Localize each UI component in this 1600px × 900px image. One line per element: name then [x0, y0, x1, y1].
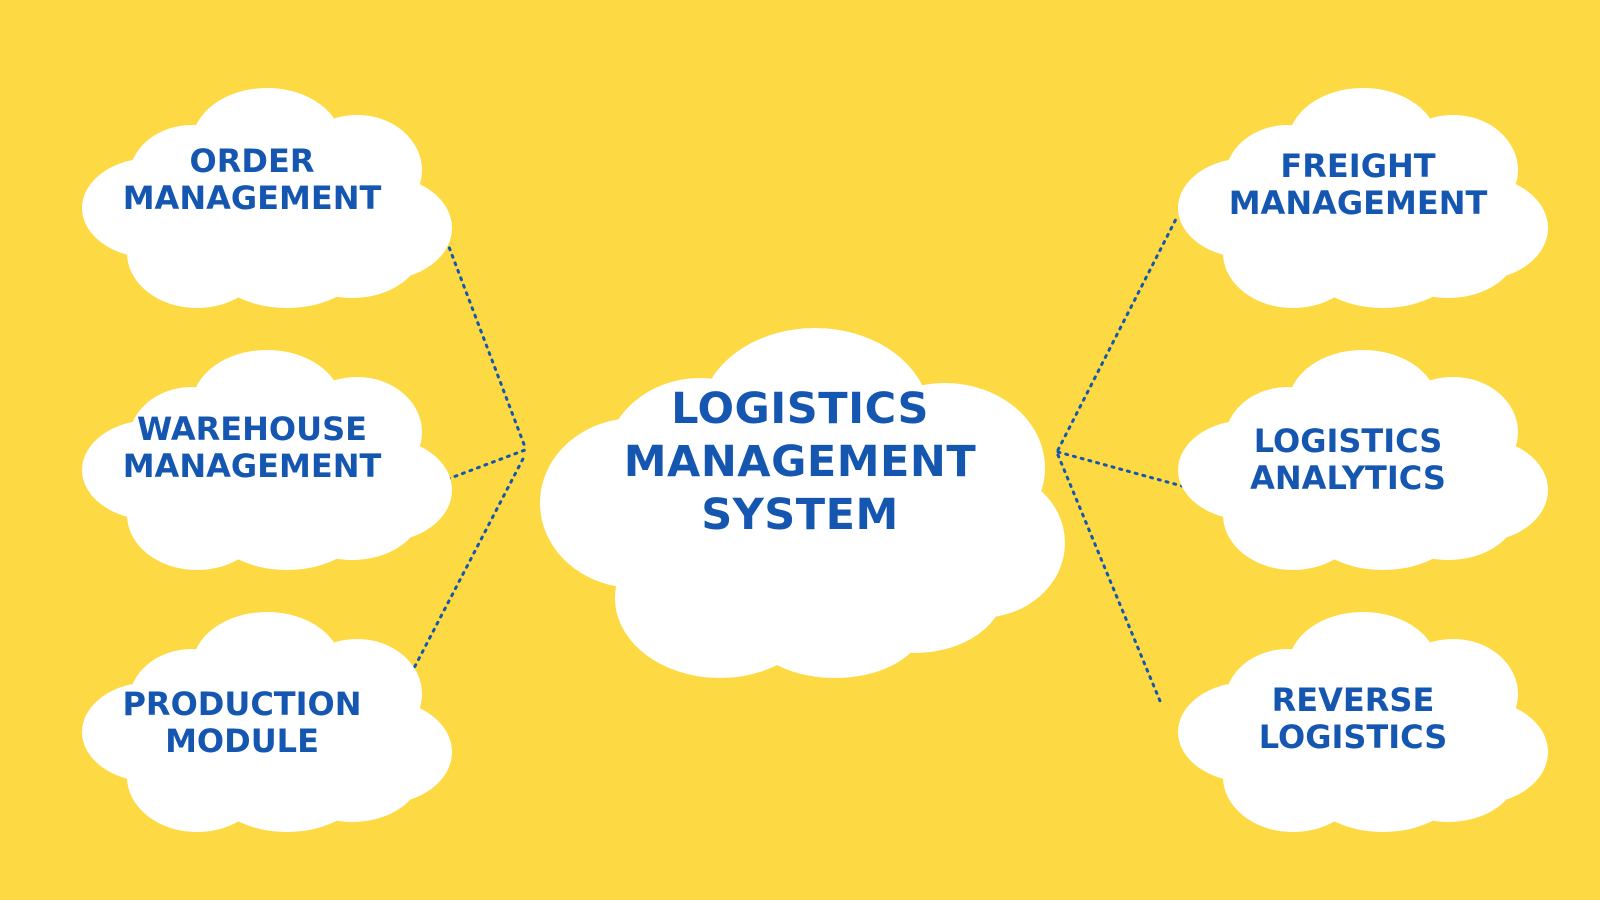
node-label-line: LOGISTICS	[1253, 422, 1443, 460]
node-label-line: ANALYTICS	[1250, 459, 1446, 497]
node-label-line: WAREHOUSE	[137, 410, 367, 448]
node-reverse-logistics: REVERSE LOGISTICS	[1163, 679, 1543, 759]
node-label-line: MODULE	[165, 722, 319, 760]
node-label-line: MANAGEMENT	[1228, 184, 1488, 222]
center-label-line: LOGISTICS	[671, 383, 929, 434]
node-label-line: LOGISTICS	[1258, 718, 1448, 756]
node-freight-management: FREIGHT MANAGEMENT	[1168, 145, 1548, 225]
node-logistics-analytics: LOGISTICS ANALYTICS	[1158, 420, 1538, 500]
node-label-line: MANAGEMENT	[122, 179, 382, 217]
node-label-line: MANAGEMENT	[122, 447, 382, 485]
connector-warehouse-management	[438, 448, 527, 484]
center-label-line: SYSTEM	[701, 489, 899, 540]
node-label-line: PRODUCTION	[122, 685, 362, 723]
node-label-line: FREIGHT	[1280, 147, 1436, 185]
node-production-module: PRODUCTION MODULE	[52, 683, 432, 763]
connector-logistics-analytics	[1056, 450, 1184, 488]
center-label-line: MANAGEMENT	[623, 436, 977, 487]
node-label-line: REVERSE	[1271, 681, 1435, 719]
node-center: LOGISTICS MANAGEMENT SYSTEM	[580, 382, 1020, 542]
node-order-management: ORDER MANAGEMENT	[62, 140, 442, 220]
connector-reverse-logistics	[1056, 453, 1162, 703]
connector-freight-management	[1056, 217, 1178, 452]
node-label-line: ORDER	[189, 142, 315, 180]
connector-production-module	[398, 453, 527, 697]
node-warehouse-management: WAREHOUSE MANAGEMENT	[62, 408, 442, 488]
connector-order-management	[436, 216, 527, 449]
